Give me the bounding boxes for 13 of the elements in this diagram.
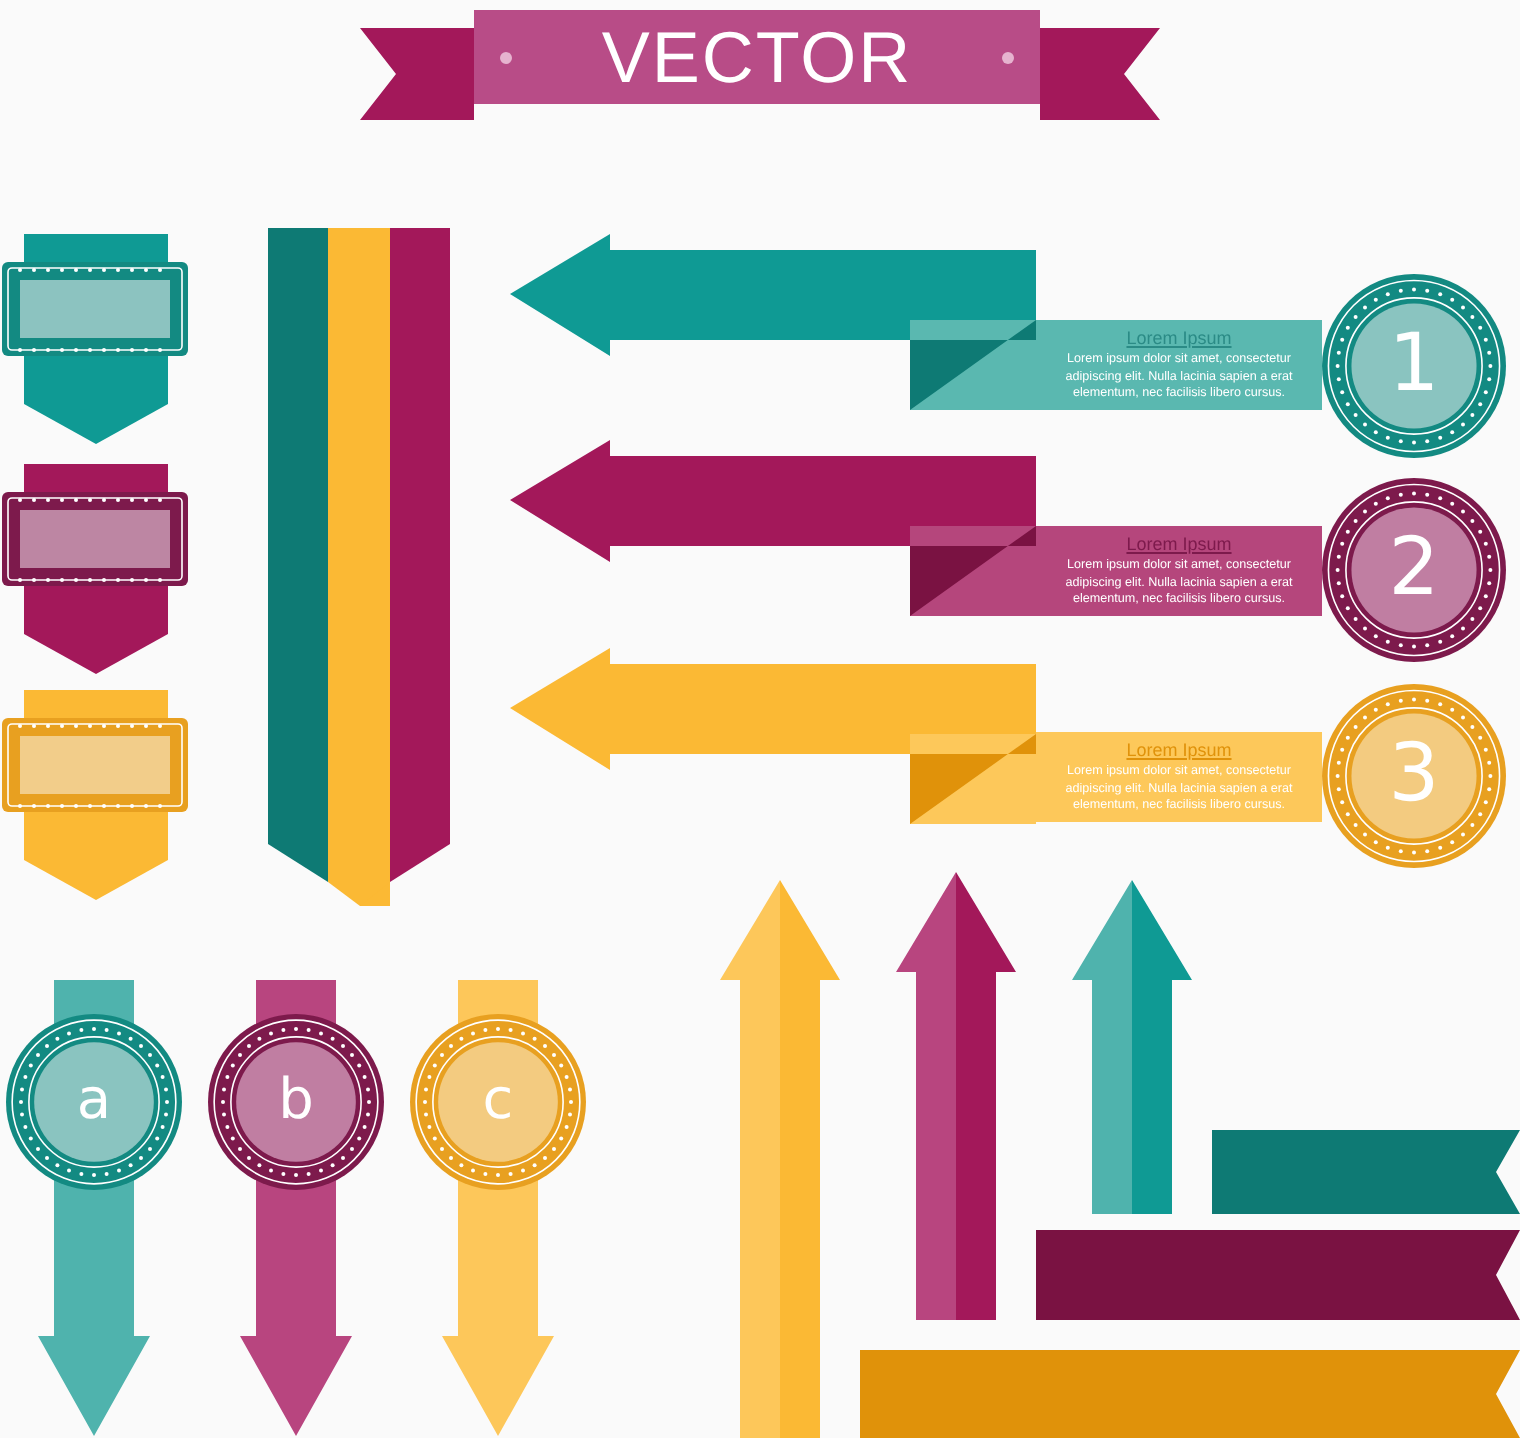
badge-label: 2 [1386, 520, 1442, 618]
text-banner [1036, 526, 1322, 616]
title-banner [474, 10, 1040, 104]
badge-label: c [480, 1064, 516, 1136]
badge-label: 3 [1386, 726, 1442, 824]
banner-heading: Lorem Ipsum [1126, 534, 1232, 554]
badge-label: a [74, 1064, 114, 1136]
text-banner [1036, 320, 1322, 410]
banner-heading: Lorem Ipsum [1126, 740, 1232, 760]
badge-label: 1 [1386, 316, 1442, 414]
title-text: VECTOR [601, 15, 913, 99]
badge-label: b [276, 1064, 316, 1136]
text-banner [1036, 732, 1322, 822]
